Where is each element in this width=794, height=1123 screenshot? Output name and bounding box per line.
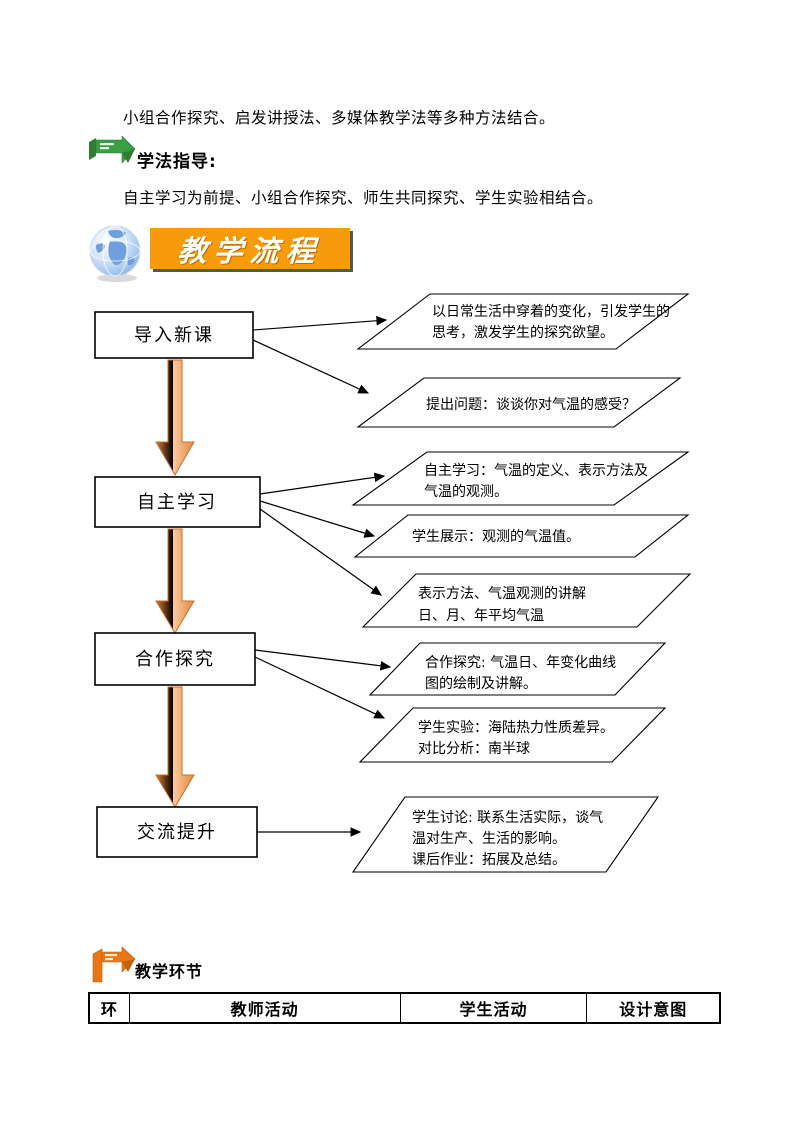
note-parallelogram: 以日常生活中穿着的变化，引发学生的 思考，激发学生的探究欲望。 <box>356 293 690 350</box>
stage-box-self-study: 自主学习 <box>94 476 261 528</box>
note-parallelogram: 表示方法、气温观测的讲解 日、月、年平均气温 <box>361 573 692 628</box>
flow-arrow-down-2 <box>155 528 195 634</box>
teaching-flowchart: 导入新课 自主学习 合作探究 交流提升 以日常生活中穿着的变化，引发学生的 思考… <box>94 293 692 873</box>
step-1-arrow-icon <box>90 946 136 990</box>
svg-text:日、月、年平均气温: 日、月、年平均气温 <box>418 608 544 624</box>
table-header-teacher-activity: 教师活动 <box>128 992 401 1024</box>
stage-label: 交流提升 <box>137 822 217 843</box>
banner-title: 教学流程 <box>176 233 324 268</box>
table-header-student-activity: 学生活动 <box>399 992 588 1024</box>
svg-text:表示方法、气温观测的讲解: 表示方法、气温观测的讲解 <box>418 586 586 602</box>
stage-box-exchange-improve: 交流提升 <box>96 806 258 858</box>
stage-box-intro: 导入新课 <box>94 311 254 359</box>
svg-text:学生讨论: 联系生活实际，谈气: 学生讨论: 联系生活实际，谈气 <box>412 810 603 826</box>
flow-arrow-down-3 <box>155 686 195 808</box>
svg-text:提出问题：谈谈你对气温的感受？: 提出问题：谈谈你对气温的感受？ <box>426 396 636 413</box>
svg-text:图的绘制及讲解。: 图的绘制及讲解。 <box>425 676 537 692</box>
svg-text:对比分析：南半球: 对比分析：南半球 <box>418 741 530 757</box>
table-header-row: 环 教师活动 学生活动 设计意图 <box>88 992 721 1024</box>
svg-text:思考，激发学生的探究欲望。: 思考，激发学生的探究欲望。 <box>432 324 614 341</box>
svg-text:以日常生活中穿着的变化，引发学生的: 以日常生活中穿着的变化，引发学生的 <box>432 304 670 320</box>
svg-text:温对生产、生活的影响。: 温对生产、生活的影响。 <box>412 831 566 847</box>
globe-icon <box>88 224 146 288</box>
svg-text:学生展示：观测的气温值。: 学生展示：观测的气温值。 <box>412 529 580 545</box>
note-parallelogram: 合作探究: 气温日、年变化曲线 图的绘制及讲解。 <box>368 642 667 696</box>
study-guide-paragraph: 自主学习为前提、小组合作探究、师生共同探究、学生实验相结合。 <box>123 189 604 207</box>
svg-text:气温的观测。: 气温的观测。 <box>424 484 508 500</box>
stage-label: 导入新课 <box>134 325 214 346</box>
stage-label: 合作探究 <box>135 649 215 670</box>
step-2-arrow-icon <box>88 135 136 178</box>
teaching-methods-paragraph: 小组合作探究、启发讲授法、多媒体教学法等多种方法结合。 <box>123 109 556 127</box>
flow-arrow-down-1 <box>155 359 195 477</box>
table-header-step: 环 <box>88 992 130 1024</box>
svg-text:合作探究: 气温日、年变化曲线: 合作探究: 气温日、年变化曲线 <box>425 655 616 671</box>
section-banner: 教学流程 <box>150 228 350 269</box>
flow-connectors <box>252 315 392 837</box>
teaching-steps-table: 环 教师活动 学生活动 设计意图 <box>88 992 721 1024</box>
table-header-design-intent: 设计意图 <box>586 992 721 1024</box>
teaching-steps-heading: 教学环节 <box>135 962 204 981</box>
svg-text:自主学习：气温的定义、表示方法及: 自主学习：气温的定义、表示方法及 <box>424 463 648 479</box>
note-parallelogram: 学生展示：观测的气温值。 <box>353 514 690 558</box>
svg-text:课后作业：拓展及总结。: 课后作业：拓展及总结。 <box>412 852 566 868</box>
study-guide-heading: 学法指导: <box>137 152 217 172</box>
note-parallelogram: 自主学习：气温的定义、表示方法及 气温的观测。 <box>351 451 690 506</box>
stage-box-cooperative-inquiry: 合作探究 <box>94 632 256 686</box>
svg-text:学生实验：海陆热力性质差异。: 学生实验：海陆热力性质差异。 <box>418 720 614 736</box>
note-parallelogram: 学生实验：海陆热力性质差异。 对比分析：南半球 <box>358 707 667 763</box>
note-parallelogram: 学生讨论: 联系生活实际，谈气 温对生产、生活的影响。 课后作业：拓展及总结。 <box>351 796 660 873</box>
note-parallelogram: 提出问题：谈谈你对气温的感受？ <box>356 377 682 428</box>
stage-label: 自主学习 <box>137 492 217 513</box>
